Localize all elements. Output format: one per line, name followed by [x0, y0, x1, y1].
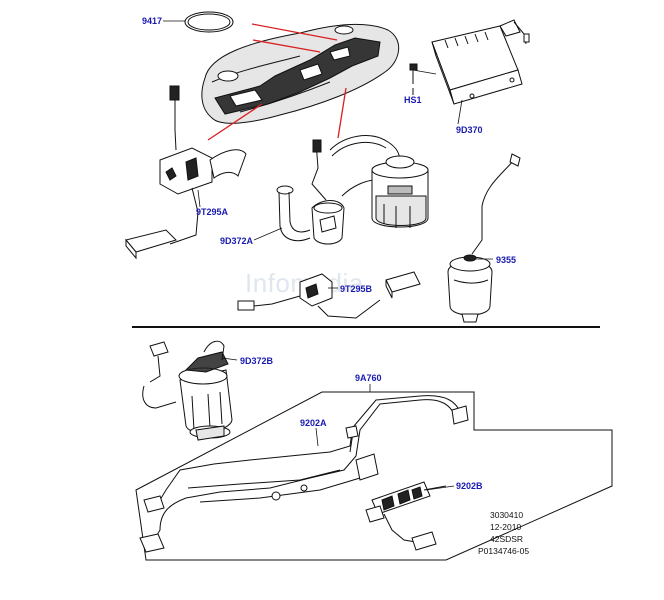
leader-9d372a	[253, 227, 283, 241]
leader-hs1	[412, 69, 437, 75]
footer-line-3: 42SDSR	[490, 534, 523, 544]
leader-9d370	[457, 99, 463, 125]
callout-9355: 9355	[496, 255, 516, 265]
assembly-box-9a760	[135, 391, 613, 561]
fuel-tank	[201, 23, 399, 124]
callout-9202a: 9202A	[300, 418, 327, 428]
fuel-pump-9d372a	[276, 135, 429, 245]
leader-9t295a	[197, 189, 201, 208]
footer-line-1: 3030410	[490, 510, 523, 520]
fuel-level-sender-9t295b	[237, 271, 421, 319]
location-leader-2	[252, 39, 321, 53]
location-leader-4	[337, 87, 347, 139]
fuel-pump-9d372b	[142, 340, 233, 441]
callout-9202b: 9202B	[456, 481, 483, 491]
footer-line-4: P0134746-05	[478, 546, 529, 556]
callout-9d372b: 9D372B	[240, 356, 274, 366]
callout-9d370: 9D370	[456, 125, 483, 135]
callout-9t295a: 9T295A	[196, 207, 229, 217]
fuel-level-sender-9t295a	[125, 85, 247, 260]
fuel-level-sensor-9202b	[365, 481, 447, 551]
location-leader-1	[251, 23, 338, 41]
screw-hs1	[409, 63, 418, 95]
fuel-filter-9355	[447, 153, 521, 323]
callout-9a760: 9A760	[355, 373, 382, 383]
leader-9d372b	[221, 357, 238, 361]
callout-hs1: HS1	[404, 95, 422, 105]
callout-9t295b: 9T295B	[340, 284, 373, 294]
seal-ring-9417	[184, 11, 234, 33]
leader-9202b	[425, 485, 455, 491]
fuel-line-assembly	[139, 395, 469, 553]
callout-9417: 9417	[142, 16, 162, 26]
fuel-pump-module-9d370	[431, 19, 530, 105]
leader-9202a	[315, 427, 319, 447]
footer-line-2: 12-2010	[490, 522, 521, 532]
location-leader-3	[207, 103, 263, 141]
callout-9d372a: 9D372A	[220, 236, 254, 246]
